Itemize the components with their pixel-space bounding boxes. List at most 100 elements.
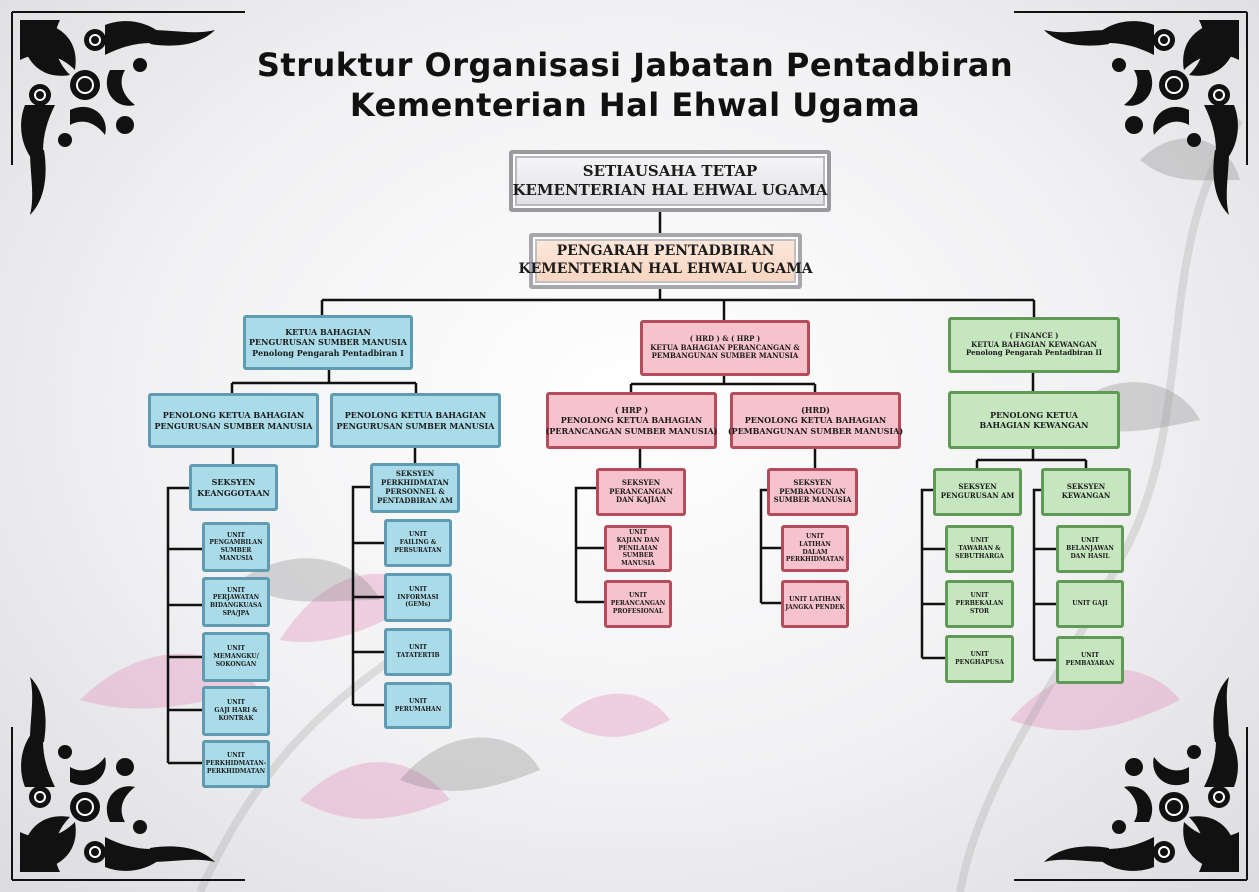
node-text-line: JANGKA PENDEK [785, 604, 845, 611]
node-text-line: STOR [969, 607, 989, 615]
node-text-line: KEWANGAN [1061, 491, 1111, 500]
node-text-line: MANUSIA [621, 560, 655, 568]
node-unit-gaji: UNIT GAJI [1056, 580, 1124, 628]
node-text-line: KONTRAK [218, 714, 254, 722]
node-text-line: (PEMBANGUNAN SUMBER MANUSIA) [727, 425, 904, 436]
node-text-line: PERANCANGAN [609, 486, 673, 496]
node-penolong-ketua-hrp: ( HRP )PENOLONG KETUA BAHAGIAN(PERANCANG… [546, 392, 717, 449]
node-text-line: PERANCANGAN [610, 600, 666, 608]
node-text-line: MANUSIA [219, 554, 253, 562]
node-text-line: PENOLONG KETUA BAHAGIAN [744, 415, 887, 426]
node-text-line: SETIAUSAHA TETAP [582, 161, 758, 180]
node-text-line: PENOLONG KETUA BAHAGIAN [344, 410, 487, 421]
node-text-line: KETUA BAHAGIAN KEWANGAN [971, 339, 1097, 349]
node-text-line: SEKSYEN [1066, 482, 1106, 492]
page-subtitle: Kementerian Hal Ehwal Ugama [349, 86, 921, 124]
node-text-line: DALAM [802, 548, 828, 556]
corner-ornament [11, 11, 245, 215]
node-text-line: UNIT [227, 699, 245, 707]
node-text-line: KEANGGOTAAN [197, 487, 270, 498]
node-text-line: KETUA BAHAGIAN [285, 327, 371, 338]
node-text-line: SEKSYEN [793, 477, 832, 487]
node-text-line: PENOLONG KETUA BAHAGIAN [560, 415, 703, 426]
node-text-line: Penolong Pengarah Pentadbiran I [252, 347, 404, 358]
node-text-line: BAHAGIAN KEWANGAN [979, 420, 1089, 430]
node-text-line: ( HRP ) [614, 405, 649, 416]
node-text-line: SEKSYEN [958, 482, 997, 492]
node-ketua-bahagian-perancangan-pembangunan: ( HRD ) & ( HRP )KETUA BAHAGIAN PERANCAN… [640, 320, 810, 376]
node-text-line: Penolong Pengarah Pentadbiran II [966, 348, 1102, 358]
node-penolong-ketua-hrd: (HRD)PENOLONG KETUA BAHAGIAN(PEMBANGUNAN… [727, 392, 904, 449]
node-text-line: PEMBAYARAN [1065, 660, 1115, 667]
node-text-line: UNIT [629, 592, 647, 600]
node-text-line: SEKSYEN [211, 477, 256, 488]
node-text-line: PENILAIAN [618, 544, 658, 552]
node-text-line: PENGAMBILAN [209, 539, 263, 547]
node-text-line: SOKONGAN [215, 660, 257, 668]
node-text-line: KEMENTERIAN HAL EHWAL UGAMA [512, 181, 828, 199]
node-text-line: UNIT [227, 531, 245, 539]
node-text-line: DAN HASIL [1070, 552, 1110, 560]
node-text-line: PERJAWATAN [212, 594, 260, 602]
node-text-line: MEMANGKU/ [213, 653, 259, 661]
node-text-line: SPA/JPA [222, 609, 250, 617]
node-text-line: PENOLONG KETUA [990, 409, 1078, 420]
node-text-line: PERKHIDMATAN [381, 478, 449, 488]
node-text-line: PENOLONG KETUA BAHAGIAN [162, 410, 305, 421]
node-text-line: KEMENTERIAN HAL EHWAL UGAMA [518, 261, 813, 277]
node-text-line: SUMBER [220, 547, 252, 554]
node-text-line: UNIT [629, 529, 647, 537]
node-text-line: BIDANGKUASA [209, 602, 263, 609]
node-text-line: PERKHIDMATAN [785, 556, 845, 564]
node-text-line: UNIT [806, 533, 824, 541]
node-text-line: KAJIAN DAN [616, 537, 660, 544]
node-text-line: SEKSYEN [395, 469, 435, 479]
node-text-line: UNIT [409, 644, 427, 652]
node-text-line: UNIT [227, 586, 245, 594]
node-text-line: INFORMASI [397, 593, 439, 601]
node-text-line: UNIT [970, 592, 989, 600]
node-text-line: UNIT [970, 537, 989, 545]
node-text-line: BELANJAWAN [1066, 545, 1114, 553]
node-text-line: PENGURUSAN SUMBER MANUSIA [249, 337, 407, 348]
node-text-line: SUMBER MANUSIA [773, 495, 852, 505]
node-text-line: UNIT [227, 752, 245, 760]
node-text-line: PERBEKALAN [955, 600, 1004, 608]
node-text-line: PERKHIDMATAN [206, 767, 266, 775]
node-text-line: PENTADBIRAN AM [377, 495, 453, 505]
node-text-line: SUMBER [622, 552, 654, 560]
node-text-line: (GEMs) [405, 601, 431, 609]
node-text-line: GAJI HARI & [214, 707, 258, 715]
node-text-line: UNIT [409, 531, 427, 539]
node-text-line: LATIHAN [799, 540, 831, 548]
node-text-line: (HRD) [801, 405, 830, 416]
node-text-line: UNIT LATIHAN [789, 596, 841, 604]
node-text-line: PROFESIONAL [612, 607, 664, 615]
node-text-line: KETUA BAHAGIAN PERANCANGAN & [650, 342, 800, 352]
node-text-line: DAN KAJIAN [616, 495, 666, 505]
node-text-line: UNIT [1081, 652, 1099, 660]
node-text-line: UNIT [409, 697, 427, 705]
